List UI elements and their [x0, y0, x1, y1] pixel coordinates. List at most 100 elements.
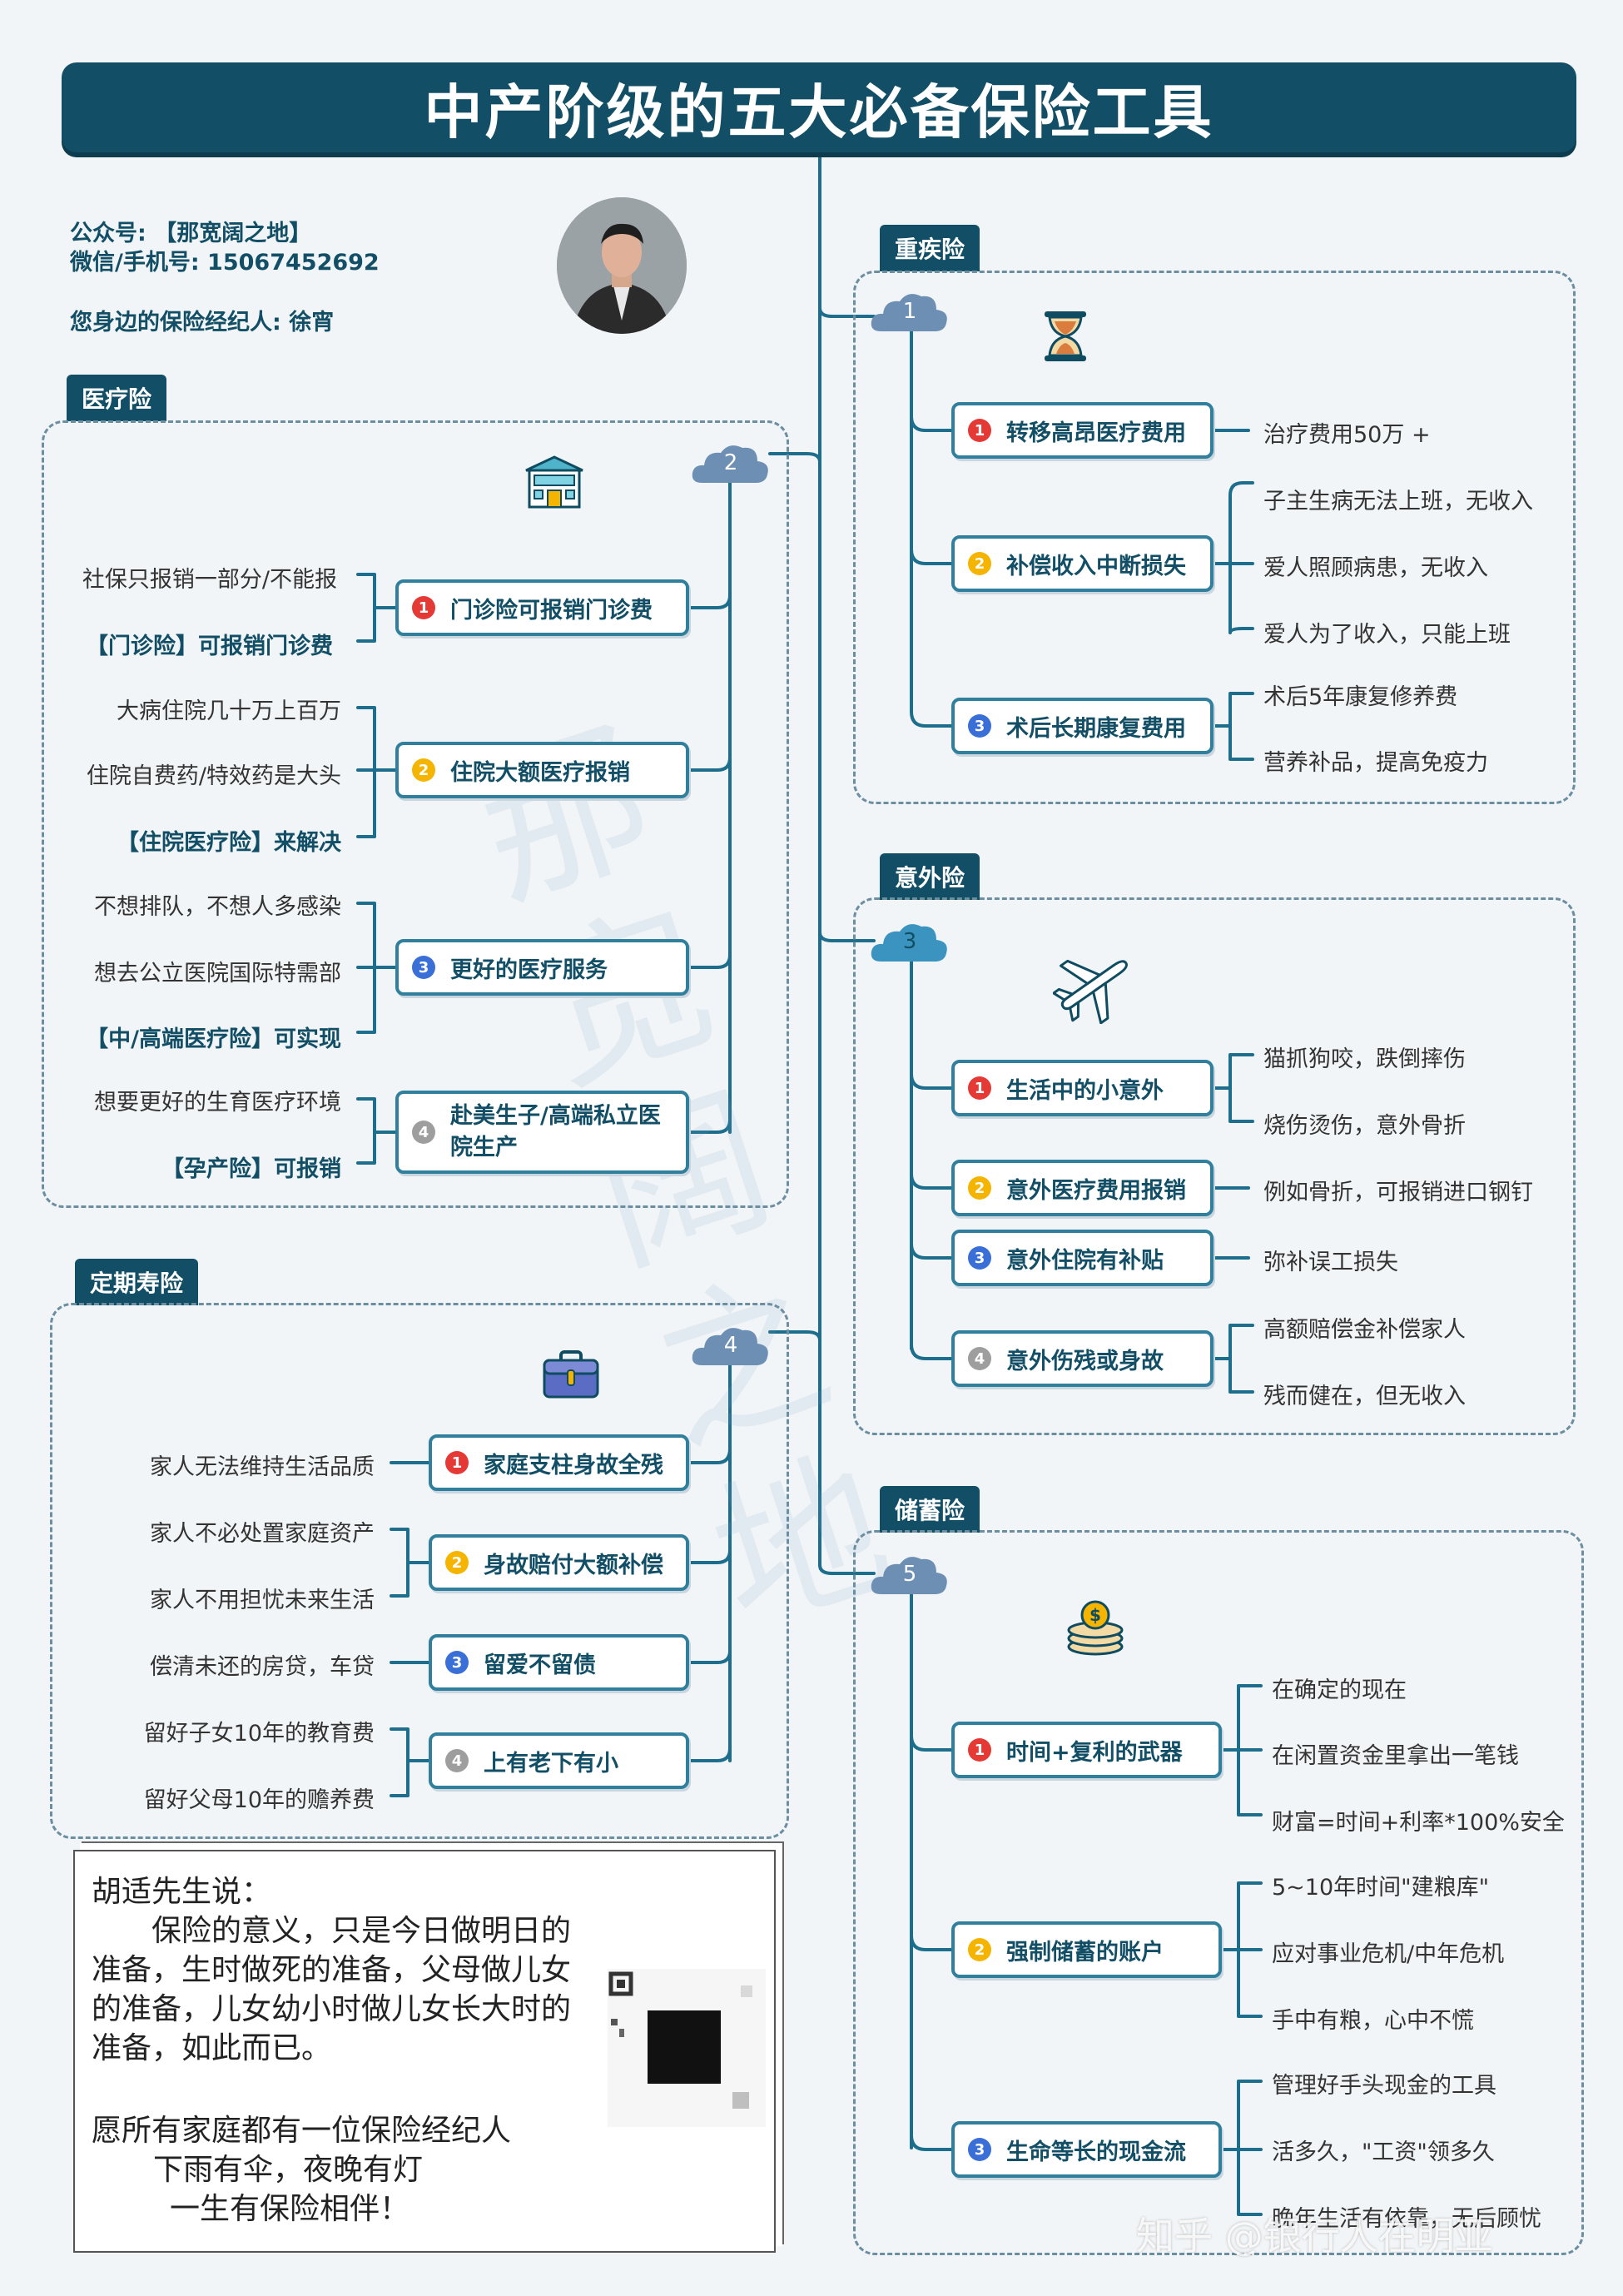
tag-term-life: 定期寿险	[75, 1259, 199, 1305]
tag-critical-illness: 重疾险	[880, 225, 980, 271]
leaf-text: 猫抓狗咬，跌倒摔伤	[1263, 1046, 1466, 1072]
leaf-text: 财富=时间+利率*100%安全	[1272, 1810, 1565, 1836]
leaf-text: 晚年生活有依靠，无后顾忧	[1272, 2206, 1541, 2232]
quote-line: 胡适先生说：	[92, 1875, 272, 1909]
leaf-text: 【孕产险】可报销	[161, 1156, 341, 1182]
node-label: 留爱不留债	[484, 1652, 596, 1678]
cloud-shape	[692, 1328, 768, 1365]
node-accident-3[interactable]: 3 意外住院有补贴	[951, 1230, 1214, 1286]
quote-line: 愿所有家庭都有一位保险经纪人	[92, 2114, 512, 2148]
panel-medical	[42, 420, 789, 1208]
node-label: 住院大额医疗报销	[450, 759, 630, 786]
node-label: 术后长期康复费用	[1006, 715, 1186, 742]
agent-avatar	[557, 197, 687, 334]
node-critical-2[interactable]: 2 补偿收入中断损失	[951, 535, 1214, 592]
number-badge-4: 4	[412, 1121, 435, 1144]
cloud-number: 4	[723, 1333, 738, 1358]
number-badge-3: 3	[968, 1246, 991, 1270]
leaf-text: 术后5年康复修养费	[1263, 684, 1458, 710]
leaf-text: 家人不用担忧未来生活	[150, 1588, 375, 1613]
node-medical-4[interactable]: 4 赴美生子/高端私立医院生产	[395, 1091, 689, 1174]
leaf-text: 大病住院几十万上百万	[117, 698, 341, 724]
leaf-text: 烧伤烫伤，意外骨折	[1263, 1113, 1466, 1139]
airplane-icon	[1053, 959, 1128, 1024]
cloud-shape	[871, 294, 947, 331]
node-label: 上有老下有小	[484, 1750, 618, 1777]
number-badge-1: 1	[968, 419, 991, 442]
node-term-3[interactable]: 3 留爱不留债	[429, 1634, 689, 1691]
leaf-text: 应对事业危机/中年危机	[1272, 1941, 1505, 1967]
cloud-shape	[692, 445, 768, 483]
node-label: 身故赔付大额补偿	[484, 1552, 663, 1578]
node-savings-1[interactable]: 1 时间+复利的武器	[951, 1722, 1222, 1778]
tag-savings: 储蓄险	[880, 1486, 980, 1533]
node-label: 更好的医疗服务	[450, 957, 608, 983]
leaf-text: 例如骨折，可报销进口钢钉	[1263, 1180, 1533, 1205]
leaf-text: 爱人为了收入，只能上班	[1263, 622, 1511, 648]
cloud-1: 1	[870, 290, 950, 333]
leaf-text: 【住院医疗险】来解决	[117, 830, 341, 856]
cloud-number: 5	[902, 1562, 917, 1587]
number-badge-4: 4	[968, 1347, 991, 1370]
panel-term-life	[50, 1303, 789, 1839]
leaf-text: 高额赔偿金补偿家人	[1263, 1317, 1466, 1343]
cloud-3: 3	[870, 920, 950, 963]
number-badge-1: 1	[445, 1451, 469, 1474]
number-badge-2: 2	[968, 552, 991, 575]
leaf-text: 社保只报销一部分/不能报	[82, 567, 337, 593]
quote-line: 准备，生时做死的准备，父母做儿女	[92, 1953, 572, 1987]
number-badge-1: 1	[968, 1738, 991, 1762]
leaf-text: 家人不必处置家庭资产	[150, 1521, 375, 1547]
node-label: 生命等长的现金流	[1006, 2139, 1186, 2165]
node-label: 强制储蓄的账户	[1006, 1939, 1164, 1966]
quote-line: 一生有保险相伴！	[170, 2192, 410, 2226]
panel-critical-illness	[853, 271, 1576, 804]
leaf-text: 偿清未还的房贷，车贷	[150, 1654, 375, 1680]
number-badge-3: 3	[968, 714, 991, 738]
node-label: 赴美生子/高端私立医院生产	[450, 1103, 661, 1160]
leaf-text: 家人无法维持生活品质	[150, 1454, 375, 1480]
cloud-2: 2	[691, 441, 771, 485]
cloud-number: 1	[902, 299, 917, 324]
leaf-text: 不想排队，不想人多感染	[94, 894, 341, 920]
node-label: 家庭支柱身故全残	[484, 1452, 663, 1478]
number-badge-1: 1	[412, 596, 435, 619]
leaf-text: 弥补误工损失	[1263, 1250, 1398, 1275]
number-badge-3: 3	[445, 1651, 469, 1674]
leaf-text: 5~10年时间"建粮库"	[1272, 1875, 1489, 1901]
contact-phone: 微信/手机号: 15067452692	[70, 250, 380, 276]
leaf-text: 治疗费用50万 +	[1263, 422, 1431, 448]
leaf-text: 子主生病无法上班，无收入	[1263, 489, 1533, 514]
hospital-icon	[525, 455, 583, 509]
leaf-text: 在闲置资金里拿出一笔钱	[1272, 1743, 1519, 1769]
node-critical-3[interactable]: 3 术后长期康复费用	[951, 698, 1214, 754]
contact-wechat-account: 公众号: 【那宽阔之地】	[70, 221, 312, 246]
contact-agent-name: 您身边的保险经纪人: 徐宵	[70, 310, 335, 335]
node-label: 补偿收入中断损失	[1006, 553, 1186, 579]
site-watermark: 知乎 @银行人在明亚	[1136, 2214, 1493, 2259]
quote-line: 保险的意义，只是今日做明日的	[151, 1914, 572, 1948]
leaf-text: 爱人照顾病患，无收入	[1263, 555, 1488, 581]
leaf-text: 活多久，"工资"领多久	[1272, 2139, 1495, 2165]
panel-savings	[853, 1530, 1584, 2255]
leaf-text: 留好父母10年的赡养费	[143, 1787, 375, 1813]
quote-line: 下雨有伞，夜晚有灯	[153, 2153, 424, 2187]
node-label: 时间+复利的武器	[1006, 1739, 1183, 1766]
qr-code	[608, 1969, 766, 2127]
leaf-text: 残而健在，但无收入	[1263, 1384, 1466, 1409]
number-badge-2: 2	[968, 1176, 991, 1200]
node-label: 意外住院有补贴	[1006, 1247, 1164, 1274]
node-term-1[interactable]: 1 家庭支柱身故全残	[429, 1434, 689, 1491]
